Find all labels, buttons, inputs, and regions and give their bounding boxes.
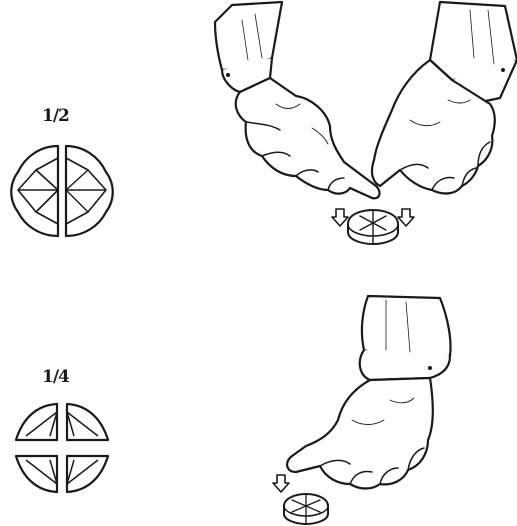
tablet-quarters-icon bbox=[16, 404, 108, 492]
one-hand-pressing-tablet-illustration bbox=[284, 296, 451, 524]
quarter-fraction-label: 1/4 bbox=[42, 367, 69, 387]
down-arrow-icon bbox=[332, 209, 348, 226]
tablet-halves-icon bbox=[11, 146, 113, 236]
half-fraction-label: 1/2 bbox=[42, 106, 69, 126]
down-arrow-icon bbox=[398, 209, 414, 226]
two-hands-splitting-tablet-illustration bbox=[215, 2, 517, 244]
down-arrow-icon bbox=[273, 475, 289, 492]
